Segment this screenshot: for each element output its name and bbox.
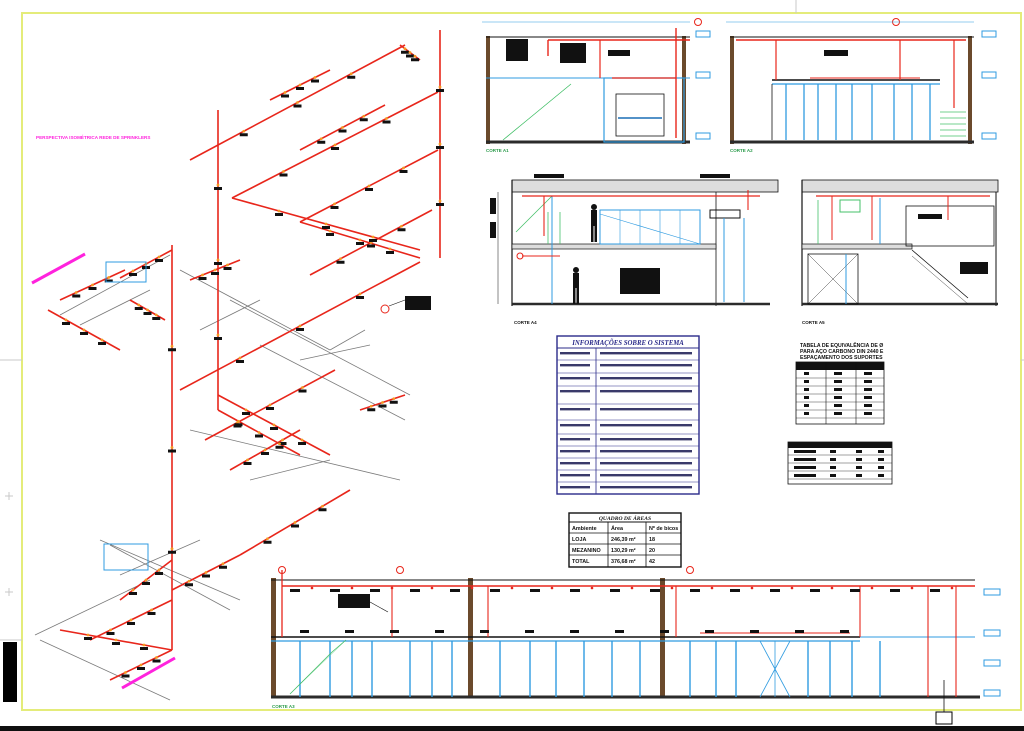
system-info-table: INFORMAÇÕES SOBRE O SISTEMA [556,335,700,495]
support-title-1: TABELA DE EQUIVALÊNCIA DE Ø [800,341,883,349]
area-cell: 246,39 m² [611,537,636,543]
iso-valve-room-lower [103,543,149,571]
revision-strip [3,642,17,702]
iso-title: PERSPECTIVA ISOMÉTRICA REDE DE SPRINKLER… [36,133,150,140]
area-header-cell: Área [611,525,624,532]
area-cell: LOJA [572,537,586,543]
sheet-corner-box [935,711,953,725]
area-cell: 20 [649,548,655,554]
iso-valve-callout [380,304,390,314]
area-cell: MEZANINO [572,548,601,554]
section-a1: CORTE A1 [482,18,711,153]
area-cell: 130,29 m² [611,548,636,554]
scale-figure-lower [573,267,579,304]
sheet-grid-marks [0,0,1024,641]
area-header-cell: Nº de bicos [649,526,678,532]
area-table-row: MEZANINO 130,29 m² 20 [572,548,655,554]
iso-valve-room [105,261,147,283]
sheet-border [21,12,1022,711]
area-table-row: LOJA 246,39 m² 18 [572,537,655,543]
corte-a5-label: CORTE A5 [802,320,825,325]
support-spacing-table: TABELA DE EQUIVALÊNCIA DE Ø PARA AÇO CAR… [787,341,893,485]
corte-a1-label: CORTE A1 [486,148,509,153]
area-table: QUADRO DE ÁREAS Ambiente Área Nº de bicosL… [568,512,682,568]
area-cell: 42 [649,559,655,565]
corte-a2-label: CORTE A2 [730,148,753,153]
area-header-cell: Ambiente [572,526,597,532]
area-cell: TOTAL [572,559,590,565]
section-a5: CORTE A5 [801,179,999,325]
scale-figure-upper [591,204,597,242]
info-table-title: INFORMAÇÕES SOBRE O SISTEMA [571,339,684,347]
area-table-row: TOTAL 376,68 m² 42 [572,559,655,565]
support-title-2: PARA AÇO CARBONO DIN 2440 E [800,349,884,355]
area-table-header: Ambiente Área Nº de bicos [572,525,678,532]
iso-magenta-marker-lower [121,656,176,690]
area-table-title: QUADRO DE ÁREAS [599,514,651,522]
section-a3: CORTE A3 [271,566,1001,712]
support-title-3: ESPAÇAMENTO DOS SUPORTES [800,355,883,361]
area-cell: 18 [649,537,655,543]
section-a4: CORTE A4 [490,174,779,325]
corte-a4-label: CORTE A4 [514,320,537,325]
section-a2: CORTE A2 [726,18,997,153]
isometric-view: PERSPECTIVA ISOMÉTRICA REDE DE SPRINKLER… [31,30,444,701]
iso-magenta-marker [31,252,86,285]
corte-a3-label: CORTE A3 [272,704,295,709]
area-cell: 376,68 m² [611,559,636,565]
